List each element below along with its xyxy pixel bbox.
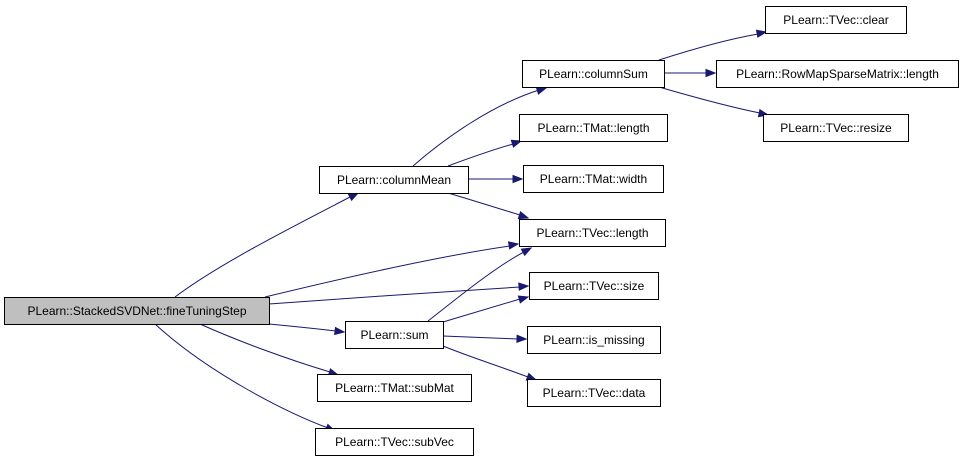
edge-line [442, 345, 529, 378]
node-tmat_length[interactable]: PLearn::TMat::length [519, 114, 668, 142]
edge-sum-to-is_missing [442, 334, 528, 343]
node-box[interactable] [529, 272, 659, 300]
node-box[interactable] [519, 114, 668, 142]
node-is_missing[interactable]: PLearn::is_missing [527, 326, 661, 354]
node-tvec_clear[interactable]: PLearn::TVec::clear [765, 6, 907, 34]
arrowhead-icon [334, 326, 346, 336]
edge-fineTuningStep-to-tmat_subMat [199, 323, 340, 377]
arrowhead-icon [755, 29, 768, 38]
node-box[interactable] [317, 374, 472, 402]
arrowhead-icon [517, 295, 530, 304]
node-label: PLearn::TVec::clear [783, 13, 888, 27]
node-label: PLearn::TVec::subVec [335, 435, 454, 449]
node-box[interactable] [345, 321, 444, 349]
node-box[interactable] [527, 326, 661, 354]
edge-line [447, 192, 521, 216]
edge-line [174, 195, 353, 298]
arrowhead-icon [510, 139, 523, 148]
node-box[interactable] [763, 114, 909, 142]
node-label: PLearn::columnMean [337, 173, 451, 187]
edge-sum-to-tvec_size [442, 295, 530, 323]
node-columnSum[interactable]: PLearn::columnSum [522, 60, 665, 88]
node-box[interactable] [765, 6, 907, 34]
node-label: PLearn::sum [360, 328, 428, 342]
edge-line [412, 89, 540, 167]
node-label: PLearn::TVec::size [544, 279, 645, 293]
node-tmat_subMat[interactable]: PLearn::TMat::subMat [317, 374, 472, 402]
node-label: PLearn::TMat::length [537, 121, 649, 135]
arrowhead-icon [512, 174, 524, 184]
edges-layer [154, 29, 770, 432]
node-label: PLearn::TVec::length [536, 226, 648, 240]
edge-columnMean-to-columnSum [412, 86, 548, 167]
arrowhead-icon [518, 282, 530, 291]
edge-line [447, 143, 514, 167]
edge-fineTuningStep-to-sum [268, 323, 346, 336]
edge-line [442, 335, 519, 340]
arrowhead-icon [535, 86, 548, 95]
node-tvec_size[interactable]: PLearn::TVec::size [529, 272, 659, 300]
node-label: PLearn::TVec::data [543, 386, 646, 400]
node-label: PLearn::TMat::subMat [335, 381, 454, 395]
node-columnMean[interactable]: PLearn::columnMean [319, 166, 469, 194]
node-box[interactable] [319, 166, 469, 194]
node-label: PLearn::is_missing [543, 333, 644, 347]
edge-columnSum-to-tvec_clear [658, 29, 768, 61]
edge-line [658, 33, 759, 61]
node-tvec_data[interactable]: PLearn::TVec::data [527, 379, 661, 407]
arrowhead-icon [520, 247, 533, 257]
edge-fineTuningStep-to-tvec_size [268, 282, 530, 305]
edge-columnSum-to-tvec_resize [658, 86, 770, 118]
node-box[interactable] [522, 60, 665, 88]
node-box[interactable] [519, 219, 666, 247]
node-box[interactable] [4, 297, 270, 325]
edge-columnMean-to-tmat_width [468, 174, 524, 184]
edge-fineTuningStep-to-tvec_length [264, 241, 520, 298]
edge-line [427, 251, 525, 322]
edge-columnSum-to-rowmap_length [664, 68, 717, 78]
node-tvec_subVec[interactable]: PLearn::TVec::subVec [315, 428, 474, 456]
node-sum[interactable]: PLearn::sum [345, 321, 444, 349]
edge-line [199, 323, 331, 373]
node-rowmap_length[interactable]: PLearn::RowMapSparseMatrix::length [716, 60, 959, 88]
node-label: PLearn::RowMapSparseMatrix::length [736, 67, 939, 81]
arrowhead-icon [517, 211, 530, 220]
arrowhead-icon [347, 192, 360, 202]
node-label: PLearn::StackedSVDNet::fineTuningStep [27, 304, 246, 318]
edge-sum-to-tvec_length [427, 247, 533, 322]
node-fineTuningStep[interactable]: PLearn::StackedSVDNet::fineTuningStep [4, 297, 270, 325]
edge-line [442, 298, 521, 323]
node-label: PLearn::TMat::width [540, 172, 647, 186]
arrowhead-icon [507, 241, 520, 250]
edge-fineTuningStep-to-tvec_subVec [154, 323, 337, 432]
edge-line [154, 323, 329, 429]
node-box[interactable] [523, 165, 664, 193]
edge-columnMean-to-tvec_length [447, 192, 530, 220]
node-box[interactable] [716, 60, 959, 88]
node-tmat_width[interactable]: PLearn::TMat::width [523, 165, 664, 193]
node-tvec_resize[interactable]: PLearn::TVec::resize [763, 114, 909, 142]
arrowhead-icon [705, 68, 717, 78]
arrowhead-icon [516, 334, 528, 343]
node-box[interactable] [315, 428, 474, 456]
node-box[interactable] [527, 379, 661, 407]
nodes-layer: PLearn::StackedSVDNet::fineTuningStepPLe… [4, 6, 959, 456]
edge-line [268, 286, 521, 305]
edge-columnMean-to-tmat_length [447, 139, 523, 167]
node-label: PLearn::TVec::resize [780, 121, 892, 135]
edge-line [658, 86, 761, 114]
edge-line [264, 245, 511, 298]
edge-line [268, 323, 337, 332]
node-label: PLearn::columnSum [539, 67, 648, 81]
node-tvec_length[interactable]: PLearn::TVec::length [519, 219, 666, 247]
